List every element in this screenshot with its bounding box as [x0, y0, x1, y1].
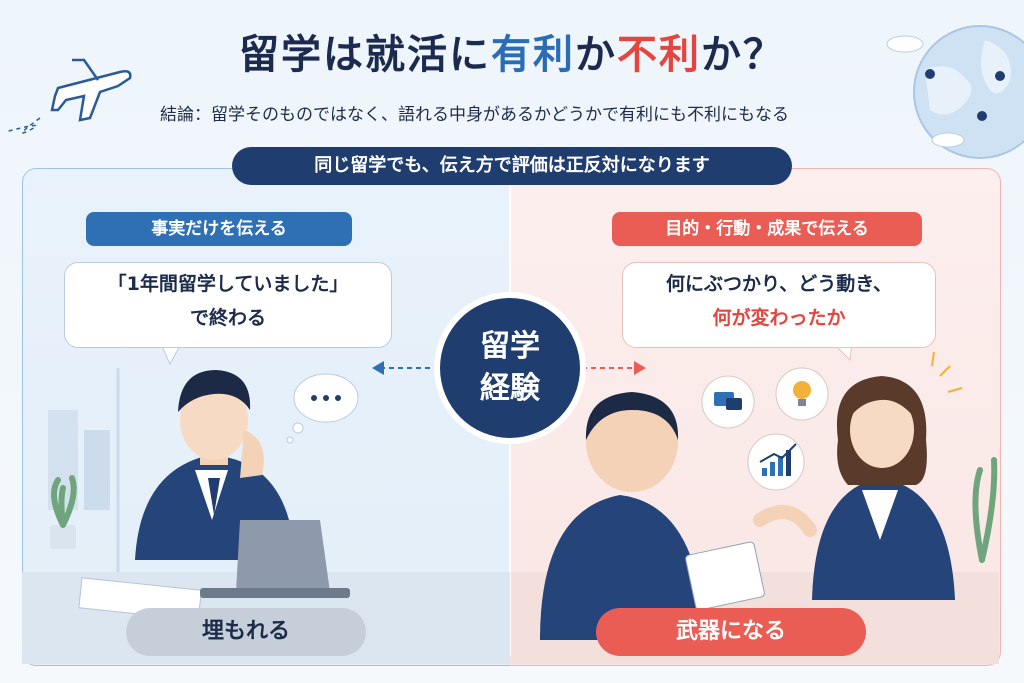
plant-right-icon: [972, 457, 998, 563]
banner: 同じ留学でも、伝え方で評価は正反対になります: [232, 147, 792, 185]
right-tag: 目的・行動・成果で伝える: [612, 212, 922, 246]
flight-path: [4, 117, 41, 134]
left-bubble-line1: 「1年間留学していました」: [107, 273, 349, 295]
laptop-icon: [200, 520, 350, 598]
center-line1: 留学: [480, 329, 540, 364]
plant-icon: [50, 475, 77, 549]
arrow-right: [582, 361, 646, 375]
growth-chart-icon: [747, 433, 805, 491]
lightbulb-icon: [775, 367, 829, 421]
left-speech-bubble: 「1年間留学していました」 で終わる: [64, 262, 392, 348]
left-tag: 事実だけを伝える: [86, 212, 352, 246]
cloud-icon: [886, 35, 965, 148]
interviewer-illustration: [540, 392, 705, 640]
conclusion-subtitle: 結論：留学そのものではなく、語れる中身があるかどうかで有利にも不利にもなる: [160, 105, 789, 125]
arrow-left: [372, 361, 438, 375]
center-line2: 経験: [480, 371, 540, 406]
center-badge: 留学 経験: [440, 298, 580, 438]
right-bubble-line2: 何が変わったか: [712, 307, 846, 329]
title-text-2: か: [575, 32, 617, 78]
sparkle-icon: [931, 351, 963, 393]
chat-icon: [701, 375, 755, 429]
title-disadvantage: 不利: [617, 32, 701, 78]
title-text-3: か？: [701, 32, 785, 78]
left-bubble-line2: で終わる: [189, 307, 266, 329]
globe-icon: [913, 25, 1024, 159]
candidate-illustration: [753, 376, 955, 600]
right-bubble-line1: 何にぶつかり、どう動き、: [666, 273, 892, 295]
clipboard-icon: [685, 541, 765, 611]
title-text-1: 留学は就活に: [239, 32, 491, 78]
title-advantage: 有利: [491, 32, 575, 78]
right-result: 武器になる: [596, 608, 866, 656]
left-result: 埋もれる: [126, 608, 366, 656]
right-speech-bubble: 何にぶつかり、どう動き、 何が変わったか: [622, 262, 936, 348]
page-title: 留学は就活に有利か不利か？: [0, 22, 1024, 80]
airplane-icon: [50, 58, 132, 122]
thinking-bubble-icon: [286, 373, 359, 444]
